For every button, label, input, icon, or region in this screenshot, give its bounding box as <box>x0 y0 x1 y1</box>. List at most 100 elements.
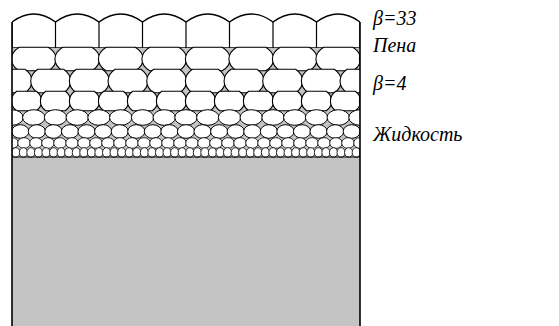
bubble <box>108 69 148 93</box>
bubble <box>128 125 145 139</box>
bubble <box>294 138 307 149</box>
bubble <box>95 148 103 158</box>
bubble <box>246 148 254 158</box>
bubble <box>150 138 163 149</box>
bubble <box>282 138 295 149</box>
bubble <box>80 148 88 158</box>
bubble <box>246 138 259 149</box>
bubble <box>262 110 284 126</box>
bubble <box>78 125 95 139</box>
bubble <box>322 148 330 158</box>
bubble <box>102 148 110 158</box>
bubble <box>218 110 240 126</box>
bubble <box>178 148 186 158</box>
bubble-wall <box>55 22 56 48</box>
bubble <box>61 125 78 139</box>
bubble <box>307 148 315 158</box>
bubble <box>12 91 42 111</box>
bubble <box>342 138 355 149</box>
bubble <box>110 148 118 158</box>
bubble <box>171 148 179 158</box>
bubble <box>284 110 306 126</box>
vessel-wall <box>12 22 360 326</box>
bubble <box>276 148 284 158</box>
bubble <box>31 69 71 93</box>
bubble <box>12 110 23 126</box>
bubble <box>272 91 302 111</box>
bubble <box>337 148 345 158</box>
bubble <box>211 125 228 139</box>
bubble <box>144 125 161 139</box>
bubble <box>240 110 262 126</box>
bubble <box>133 148 141 158</box>
bubble <box>19 148 27 158</box>
bubble <box>330 138 343 149</box>
bubble <box>12 148 20 158</box>
bubble <box>34 148 42 158</box>
bubble <box>316 47 360 71</box>
bubble <box>127 91 157 111</box>
bubble <box>66 110 88 126</box>
bubble <box>186 138 199 149</box>
plateau-border <box>12 110 360 125</box>
bubble <box>138 138 151 149</box>
expansion-ratio: β=33 <box>373 6 416 30</box>
foam-label: Пена <box>373 33 416 57</box>
bubble <box>50 148 58 158</box>
bubble <box>229 47 274 71</box>
bubble <box>234 138 247 149</box>
bubble <box>301 91 331 111</box>
bubble <box>174 138 187 149</box>
bubble <box>98 91 128 111</box>
bubble <box>349 110 360 126</box>
bubble <box>175 110 197 126</box>
bubble <box>27 148 35 158</box>
bubble <box>88 110 110 126</box>
liquid-surface <box>12 156 360 157</box>
bubble <box>224 69 264 93</box>
bubble-wall <box>272 22 273 48</box>
bubble <box>214 91 244 111</box>
plateau-border <box>12 125 360 138</box>
bubble <box>318 138 331 149</box>
bubble <box>354 138 360 149</box>
bubble <box>12 69 32 93</box>
bubble <box>201 148 209 158</box>
bubble <box>340 69 360 93</box>
bubble <box>194 125 211 139</box>
bubble <box>284 148 292 158</box>
bubble <box>18 138 31 149</box>
bubble <box>270 138 283 149</box>
bubble <box>69 69 109 93</box>
bubble <box>258 138 271 149</box>
bubble <box>148 148 156 158</box>
bubble-wall <box>142 22 143 48</box>
bubble <box>140 148 148 158</box>
bubble-wall <box>185 22 186 48</box>
plateau-border <box>12 148 360 157</box>
bubble <box>12 47 56 71</box>
bubble <box>243 91 273 111</box>
bubble-wall <box>98 22 99 48</box>
bubble <box>185 47 230 71</box>
bubble <box>114 138 127 149</box>
bubble <box>69 91 99 111</box>
plateau-border <box>12 48 360 70</box>
bubble <box>292 148 300 158</box>
bubble-wall <box>316 22 317 48</box>
bubble <box>239 148 247 158</box>
bubble <box>163 148 171 158</box>
bubble <box>197 110 219 126</box>
bubble <box>272 47 317 71</box>
bubble <box>293 125 310 139</box>
bubble <box>142 47 187 71</box>
bubble <box>254 148 262 158</box>
bubble <box>66 138 79 149</box>
bubble <box>12 125 29 139</box>
bubble <box>352 148 360 158</box>
bubble <box>260 125 277 139</box>
bubble <box>263 69 303 93</box>
bubble <box>327 125 344 139</box>
bubble <box>87 148 95 158</box>
